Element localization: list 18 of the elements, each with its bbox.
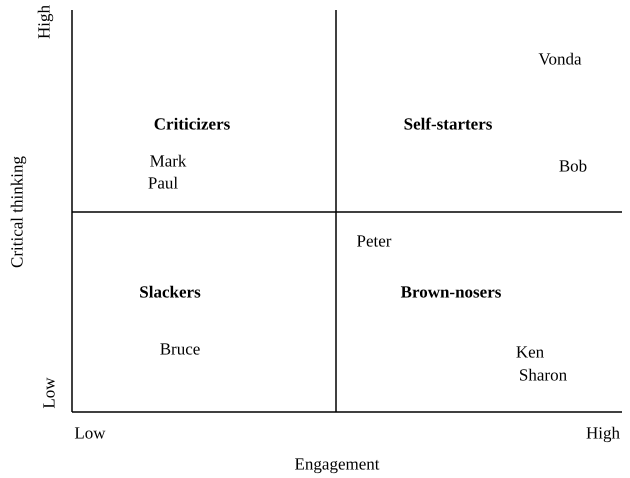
quadrant-label: Criticizers	[154, 116, 230, 134]
axis-title: Engagement	[294, 456, 380, 474]
data-point-label: Paul	[148, 174, 178, 194]
data-point-label: Peter	[356, 232, 392, 252]
quadrant-label: Brown-nosers	[400, 284, 502, 302]
axis-tick-label: High	[586, 424, 620, 444]
quadrant-label: Self-starters	[404, 116, 492, 134]
data-point-label: Mark	[150, 152, 186, 172]
data-point-label: Sharon	[518, 366, 568, 386]
data-point-label: Ken	[516, 344, 544, 362]
data-point-label: Bob	[558, 158, 588, 176]
axis-tick-label: Low	[40, 377, 60, 409]
quadrant-label: Slackers	[139, 284, 201, 302]
axis-tick-label: High	[36, 5, 54, 39]
data-point-label: Vonda	[538, 50, 582, 70]
data-point-label: Bruce	[160, 340, 200, 360]
axis-tick-label: Low	[74, 424, 106, 444]
axis-title: Critical thinking	[8, 156, 28, 268]
